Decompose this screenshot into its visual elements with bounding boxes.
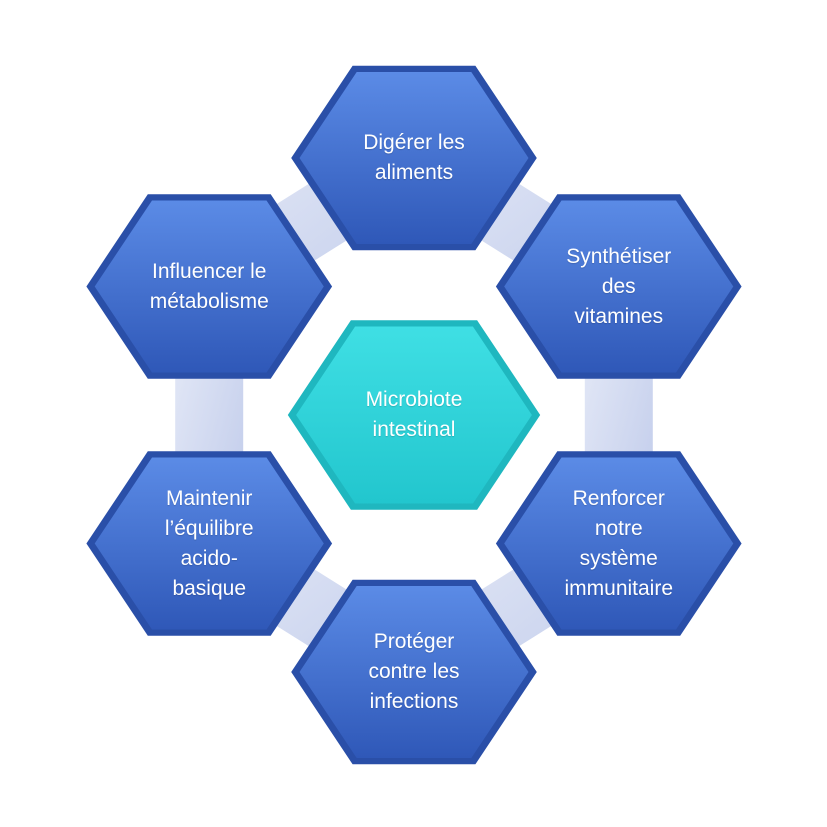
hexagon-infections-face <box>299 586 529 758</box>
hexagon-acid-base <box>86 451 333 636</box>
hexagon-digest-face <box>299 72 529 244</box>
hexagon-vitamins-face <box>504 200 734 373</box>
outer-hexagon-layer <box>86 65 742 765</box>
hexagon-immune <box>495 451 742 636</box>
hexagon-acid-base-face <box>94 457 324 630</box>
hexagon-metabolism-face <box>94 200 324 373</box>
center-hexagon-layer <box>287 320 541 510</box>
hexagon-metabolism <box>86 194 333 379</box>
hexagon-immune-face <box>504 457 734 630</box>
center-hexagon-face <box>296 326 532 504</box>
hexagon-infections <box>291 579 537 765</box>
hexagon-digest <box>291 65 537 251</box>
hexagon-vitamins <box>495 194 742 379</box>
